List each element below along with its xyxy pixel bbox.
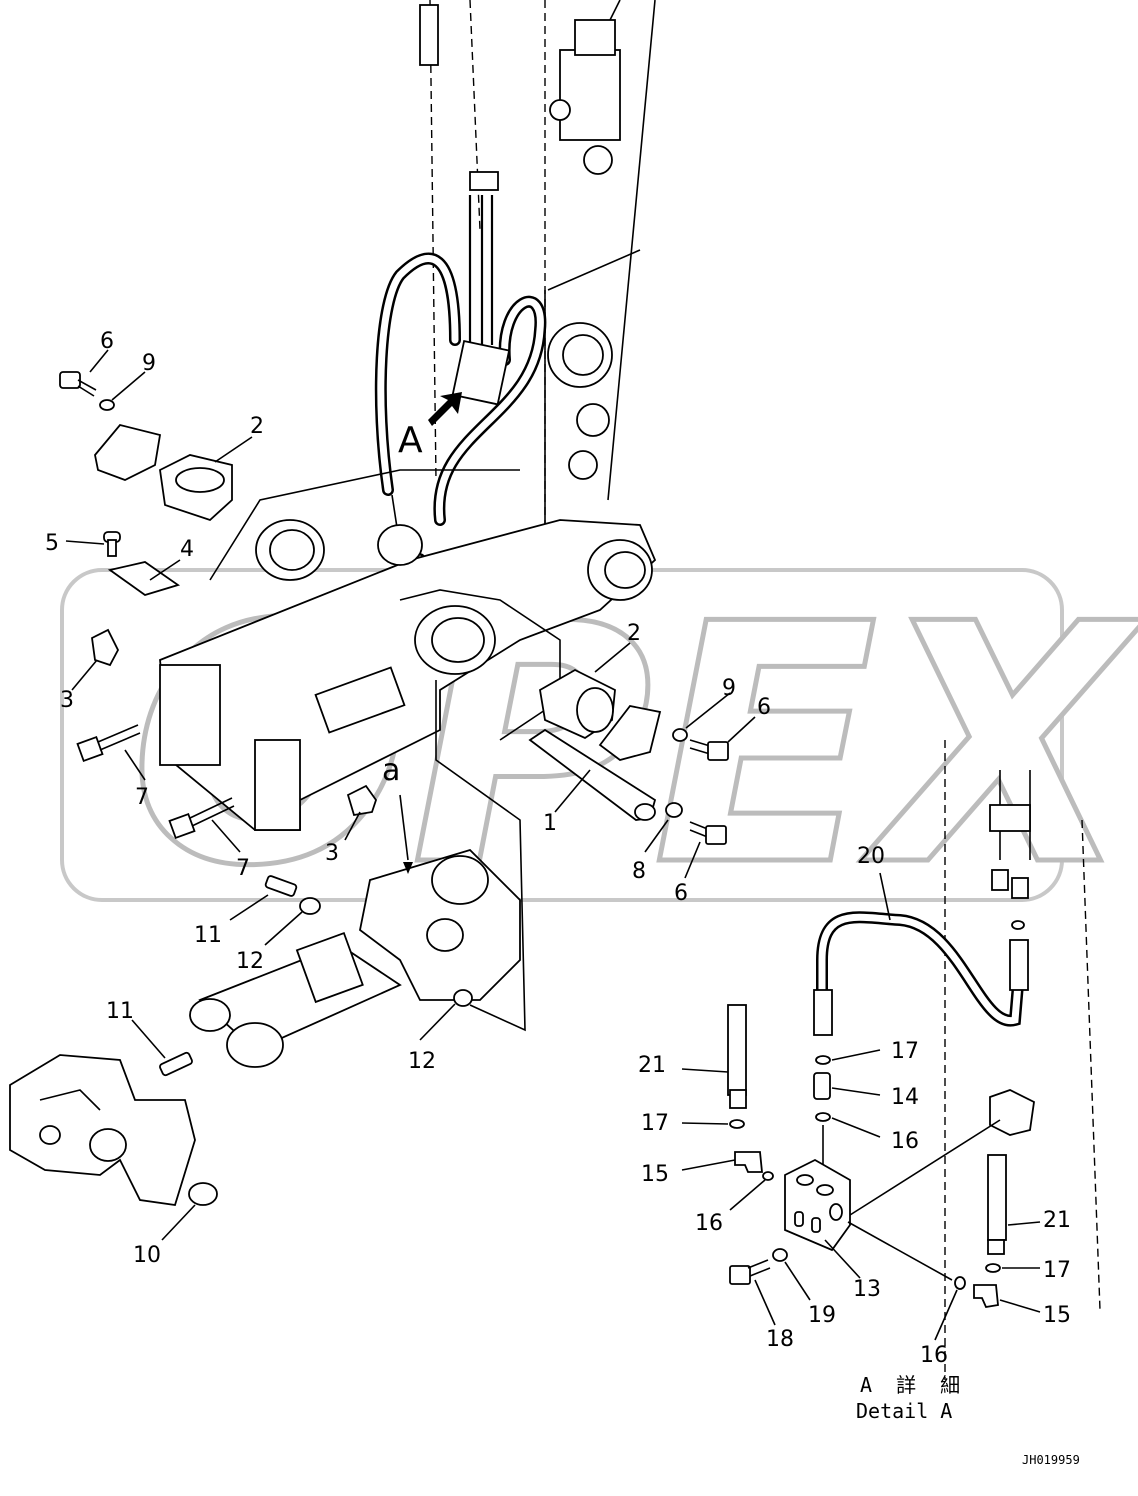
- part-12-oring-lower: [453, 989, 473, 1007]
- part-5-screw: [103, 531, 121, 557]
- callout-6-right-upper: 6: [757, 695, 771, 720]
- callout-15-right: 15: [1043, 1303, 1071, 1328]
- part-11-fitting-upper: [264, 875, 298, 897]
- callout-17-center: 17: [891, 1039, 919, 1064]
- part-17-oring-left: [729, 1119, 745, 1129]
- callout-12-lower: 12: [408, 1049, 436, 1074]
- callout-16-right: 16: [920, 1343, 948, 1368]
- part-6-bolt-top: [59, 371, 97, 397]
- callout-18: 18: [766, 1327, 794, 1352]
- callout-21-left: 21: [638, 1053, 666, 1078]
- part-8-washer: [665, 802, 683, 818]
- part-15-elbow-right: [973, 1284, 999, 1309]
- cover-plate-right: [598, 705, 662, 761]
- part-14-connector: [813, 1072, 831, 1100]
- drawing-number: JH019959: [1022, 1453, 1080, 1467]
- view-arrow-icon: [428, 392, 462, 426]
- callout-11-lower: 11: [106, 999, 134, 1024]
- part-10-snap-ring: [188, 1182, 218, 1206]
- callout-9-right: 9: [722, 676, 736, 701]
- detail-label-english: Detail A: [856, 1399, 952, 1423]
- callout-3-left: 3: [60, 688, 74, 713]
- part-12-oring-upper: [299, 897, 321, 915]
- arm-structure: [419, 0, 656, 540]
- callout-6-right-lower: 6: [674, 881, 688, 906]
- part-16-oring-left: [762, 1171, 774, 1181]
- part-4-plate: [107, 561, 181, 596]
- callout-16-top: 16: [891, 1129, 919, 1154]
- callout-1: 1: [543, 811, 557, 836]
- coupler-body: [159, 469, 657, 1032]
- part-7-bolt-upper: [76, 724, 141, 763]
- callout-14: 14: [891, 1085, 919, 1110]
- callout-11-upper: 11: [194, 923, 222, 948]
- callout-9-top-left: 9: [142, 351, 156, 376]
- view-letter-a: A: [398, 420, 423, 461]
- part-7-bolt-lower: [168, 797, 235, 840]
- part-6-bolt-right-upper: [689, 739, 729, 761]
- part-2-pad-top: [159, 454, 233, 522]
- lock-cylinder-assembly: a: [189, 753, 521, 1068]
- callout-6-top-left: 6: [100, 329, 114, 354]
- part-2-pad-right: [539, 668, 616, 740]
- part-17-oring-right: [985, 1263, 1001, 1273]
- part-16-oring-right: [954, 1276, 966, 1290]
- part-9-washer-right: [672, 728, 688, 742]
- callout-numbers: 6 9 2 5 4 3 7 7 3 2 9 6 1 8 6 11 12 11 1…: [45, 329, 1071, 1368]
- part-20-hose: [813, 911, 1029, 1036]
- callout-8: 8: [632, 859, 646, 884]
- detail-label-japanese: A 詳 細: [860, 1373, 966, 1397]
- callout-13: 13: [853, 1277, 881, 1302]
- sub-letter-a-lower: a: [382, 753, 400, 788]
- callout-5: 5: [45, 531, 59, 556]
- part-15-elbow-left: [734, 1151, 763, 1173]
- part-21-tube-left: [727, 1004, 747, 1109]
- callout-12-upper: 12: [236, 949, 264, 974]
- callout-17-right: 17: [1043, 1258, 1071, 1283]
- callout-16-left: 16: [695, 1211, 723, 1236]
- part-13-valve-block: [784, 1158, 851, 1252]
- cover-plate-top: [94, 423, 162, 481]
- callout-21-right: 21: [1043, 1208, 1071, 1233]
- part-18-bolt: [729, 1259, 771, 1285]
- callout-17-left: 17: [641, 1111, 669, 1136]
- part-21-tube-right: [987, 1154, 1007, 1255]
- callout-15-left: 15: [641, 1162, 669, 1187]
- part-16-oring-top: [815, 1112, 831, 1122]
- part-1-pin: [528, 728, 657, 821]
- detail-a-view: [727, 740, 1101, 1380]
- leader-lines: [65, 349, 1041, 1341]
- part-3-block-left: [91, 628, 120, 667]
- part-6-bolt-right-lower: [689, 821, 727, 845]
- callout-2-right: 2: [627, 621, 641, 646]
- hook-jaw-assembly: [9, 1054, 196, 1206]
- part-9-washer-top: [99, 399, 115, 411]
- callout-2-top-left: 2: [250, 414, 264, 439]
- part-17-oring-center: [815, 1055, 831, 1065]
- part-19-washer: [772, 1248, 788, 1262]
- callout-10: 10: [133, 1243, 161, 1268]
- part-11-fitting-lower: [159, 1051, 193, 1077]
- callout-3-center: 3: [325, 841, 339, 866]
- arm-hoses: [374, 195, 547, 526]
- callout-7-upper: 7: [135, 785, 149, 810]
- callout-7-lower: 7: [236, 856, 250, 881]
- callout-20: 20: [857, 844, 885, 869]
- callout-19: 19: [808, 1303, 836, 1328]
- callout-4: 4: [180, 537, 194, 562]
- part-3-block-center: [346, 784, 377, 817]
- mount-block: [989, 1089, 1035, 1136]
